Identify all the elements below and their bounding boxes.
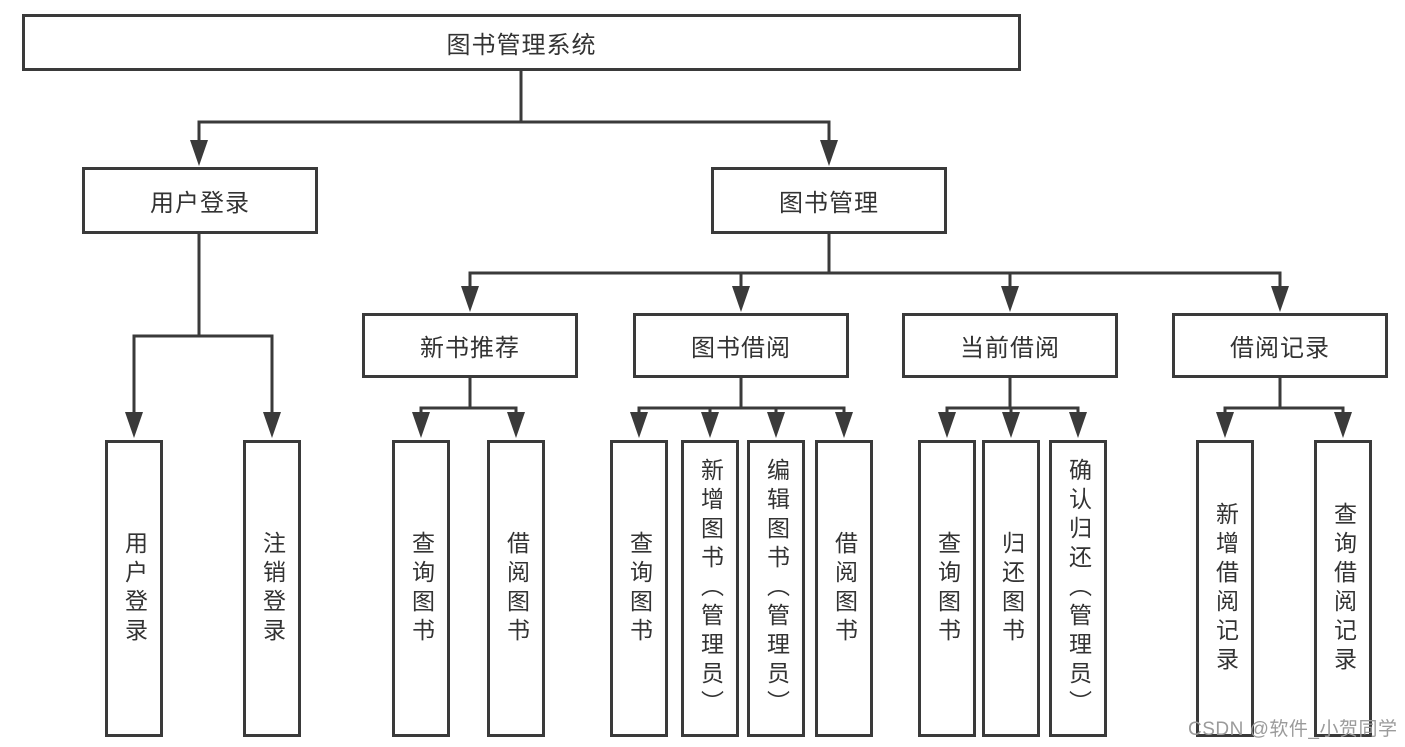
leaf-label: 借阅图书 bbox=[503, 530, 530, 647]
leaf-borrow-books: 借阅图书 bbox=[815, 440, 873, 737]
node-current-borrow: 当前借阅 bbox=[902, 313, 1118, 378]
node-library-system: 图书管理系统 bbox=[22, 14, 1021, 71]
leaf-label: 查询图书 bbox=[934, 530, 961, 647]
leaf-logout: 注销登录 bbox=[243, 440, 301, 737]
leaf-query-books-current: 查询图书 bbox=[918, 440, 976, 737]
node-book-borrow: 图书借阅 bbox=[633, 313, 849, 378]
node-new-book-recommend: 新书推荐 bbox=[362, 313, 578, 378]
leaf-query-books-recommend: 查询图书 bbox=[392, 440, 450, 737]
leaf-label: 查询借阅记录 bbox=[1330, 501, 1357, 676]
leaf-label: 新增借阅记录 bbox=[1212, 501, 1239, 676]
leaf-label: 查询图书 bbox=[626, 530, 653, 647]
leaf-query-borrow-record: 查询借阅记录 bbox=[1314, 440, 1372, 737]
leaf-edit-book-admin: 编辑图书（管理员） bbox=[747, 440, 805, 737]
leaf-confirm-return-admin: 确认归还（管理员） bbox=[1049, 440, 1107, 737]
leaf-borrow-books-recommend: 借阅图书 bbox=[487, 440, 545, 737]
leaf-add-book-admin: 新增图书（管理员） bbox=[681, 440, 739, 737]
leaf-add-borrow-record: 新增借阅记录 bbox=[1196, 440, 1254, 737]
leaf-label: 编辑图书（管理员） bbox=[763, 458, 790, 719]
leaf-label: 借阅图书 bbox=[831, 530, 858, 647]
watermark: CSDN @软件_小贺同学 bbox=[1188, 719, 1398, 740]
leaf-label: 注销登录 bbox=[259, 530, 286, 647]
node-user-login: 用户登录 bbox=[82, 167, 318, 234]
leaf-label: 归还图书 bbox=[998, 530, 1025, 647]
leaf-label: 查询图书 bbox=[408, 530, 435, 647]
leaf-label: 确认归还（管理员） bbox=[1065, 458, 1092, 719]
leaf-return-book: 归还图书 bbox=[982, 440, 1040, 737]
node-book-management: 图书管理 bbox=[711, 167, 947, 234]
leaf-query-books-borrow: 查询图书 bbox=[610, 440, 668, 737]
node-borrow-records: 借阅记录 bbox=[1172, 313, 1388, 378]
leaf-user-login: 用户登录 bbox=[105, 440, 163, 737]
leaf-label: 新增图书（管理员） bbox=[697, 458, 724, 719]
leaf-label: 用户登录 bbox=[121, 530, 148, 647]
